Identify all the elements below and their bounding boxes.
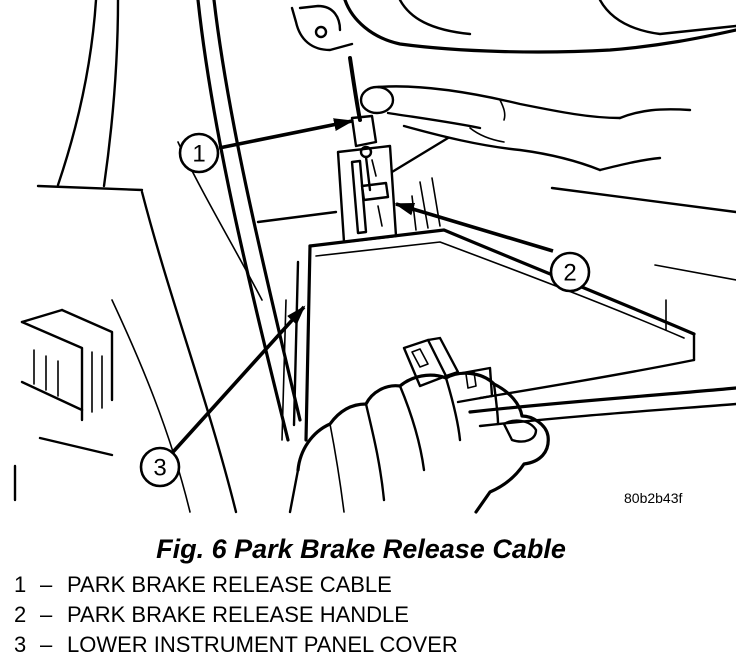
callout-number: 1 <box>192 141 205 168</box>
console-edge-line <box>390 136 450 174</box>
dash-tab <box>298 4 342 32</box>
bracket-edge <box>20 308 64 324</box>
panel-inner-edge <box>315 241 685 339</box>
callout-1: 1 <box>178 132 220 174</box>
door-curve <box>56 0 98 187</box>
legend-number: 1 <box>14 572 27 597</box>
palm-line <box>329 423 345 513</box>
wrist-line <box>598 156 662 172</box>
legend-text: LOWER INSTRUMENT PANEL COVER <box>67 632 458 657</box>
knuckle-line <box>499 99 506 121</box>
upper-hand <box>359 85 692 172</box>
bracket-edge <box>20 380 84 412</box>
door-curve <box>111 299 191 513</box>
callout-1-arrow <box>218 118 354 150</box>
knuckle-line <box>469 127 505 143</box>
panel-lip <box>478 402 736 428</box>
legend-number: 3 <box>14 632 27 657</box>
legend-text: PARK BRAKE RELEASE HANDLE <box>67 602 409 627</box>
handle-notch <box>371 159 383 227</box>
trim-edge-line <box>256 210 338 224</box>
connector-latch <box>411 348 429 368</box>
finger-separation <box>492 382 500 426</box>
bracket-edge <box>38 436 114 457</box>
callout-2: 2 <box>549 251 591 293</box>
hand-outline <box>296 371 550 514</box>
panel-thickness-line <box>292 260 300 427</box>
finger-separation <box>444 376 462 442</box>
dash-lower-edge <box>343 0 736 54</box>
cable-line <box>348 56 362 122</box>
legend-number: 2 <box>14 602 27 627</box>
legend-item: 3–LOWER INSTRUMENT PANEL COVER <box>14 634 458 656</box>
brake-release-handle <box>336 136 450 244</box>
floor-line <box>654 264 736 281</box>
fingertip <box>359 85 395 115</box>
legend-item: 2–PARK BRAKE RELEASE HANDLE <box>14 604 409 626</box>
callout-circle <box>178 132 220 174</box>
figure-caption: Fig. 6 Park Brake Release Cable <box>156 534 566 564</box>
door-curve <box>140 190 238 514</box>
door-curve <box>102 0 120 188</box>
dash-tab <box>290 6 354 52</box>
callout-circle <box>139 446 181 488</box>
callout-number: 2 <box>563 260 576 287</box>
dash-tab-hole <box>314 25 328 39</box>
finger-separation <box>364 402 386 502</box>
door-curve <box>196 0 290 442</box>
dash-panel-line <box>398 0 472 36</box>
panel-left-edge <box>304 244 312 442</box>
callout-circle <box>549 251 591 293</box>
floor-line <box>550 186 736 214</box>
panel-front-edge <box>478 358 696 400</box>
bracket-edge <box>20 320 84 422</box>
finger-separation <box>398 384 426 472</box>
fingernail <box>502 419 538 443</box>
panel-lip <box>468 386 736 414</box>
brake-release-cable <box>348 56 378 192</box>
lower-hand <box>288 371 550 514</box>
handle-slot <box>350 159 368 235</box>
dash-panel-line <box>598 0 736 36</box>
dashboard-underside <box>290 0 736 54</box>
bracket-edge <box>60 308 114 402</box>
bracket-hatch <box>33 349 59 397</box>
legend-text: PARK BRAKE RELEASE CABLE <box>67 572 392 597</box>
callout-3: 3 <box>139 446 181 488</box>
callout-number: 3 <box>153 455 166 482</box>
callout-3-arrow <box>171 305 306 454</box>
wrist-line <box>288 468 300 514</box>
legend-separator: – <box>40 632 53 657</box>
handle-hook <box>360 181 390 202</box>
finger-outline <box>402 124 602 172</box>
floor-lines <box>550 186 736 331</box>
callout-2-arrow <box>394 202 554 253</box>
left-bracket <box>13 308 114 502</box>
image-code: 80b2b43f <box>624 490 683 506</box>
bracket-hatch <box>91 351 103 413</box>
finger-outline <box>386 111 482 130</box>
carpet-hatch <box>411 177 441 231</box>
cable-end-fitting <box>350 114 378 148</box>
legend-item: 1–PARK BRAKE RELEASE CABLE <box>14 574 392 596</box>
park-brake-illustration: 1 2 3 80b2b43f <box>13 0 736 514</box>
panel-thickness-line <box>281 299 287 441</box>
finger-outline <box>376 85 622 120</box>
wrist-line <box>618 108 692 120</box>
wire-connector <box>402 336 494 404</box>
legend-separator: – <box>40 572 53 597</box>
legend-separator: – <box>40 602 53 627</box>
door-sill-line <box>36 184 144 192</box>
